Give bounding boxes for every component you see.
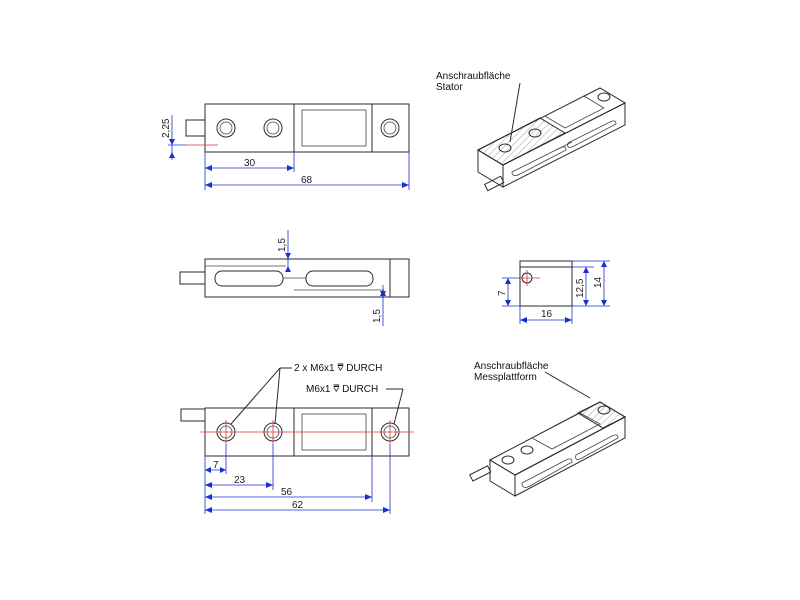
iso-view-top: Anschraubfläche Stator	[436, 71, 627, 192]
iso-top-label-line2: Stator	[436, 82, 463, 93]
end-dim-7-label: 7	[497, 290, 508, 296]
dim-top-label: 1,5	[277, 238, 288, 252]
callout-two-holes: 2 x M6x1 ⩢ DURCH	[294, 363, 382, 374]
bottom-view: 2 x M6x1 ⩢ DURCH M6x1 ⩢ DURCH 7 23 56 62	[180, 363, 414, 514]
dim-inner-label: 30	[244, 158, 256, 169]
side-view: 1,5 1,5	[179, 230, 410, 326]
dim-bottom-label: 1,5	[372, 309, 383, 323]
end-dim-12-5-label: 12,5	[575, 278, 586, 298]
end-view: 7 12,5 14 16	[497, 260, 610, 324]
dim-7-label: 7	[213, 460, 219, 471]
dim-offset-label: 2,25	[161, 118, 172, 138]
dim-62-label: 62	[292, 500, 304, 511]
iso-top-label-line1: Anschraubfläche	[436, 71, 511, 82]
dim-total-label: 68	[301, 175, 313, 186]
iso-view-bottom: Anschraubfläche Messplattform	[469, 361, 627, 497]
iso-bottom-label-line1: Anschraubfläche	[474, 361, 549, 372]
end-dim-16-label: 16	[541, 309, 553, 320]
dim-23-label: 23	[234, 475, 246, 486]
top-view: 2,25 30 68	[161, 103, 410, 190]
callout-one-hole: M6x1 ⩢ DURCH	[306, 384, 378, 395]
iso-bottom-label-line2: Messplattform	[474, 372, 537, 383]
end-dim-14-label: 14	[593, 276, 604, 288]
dim-56-label: 56	[281, 487, 293, 498]
